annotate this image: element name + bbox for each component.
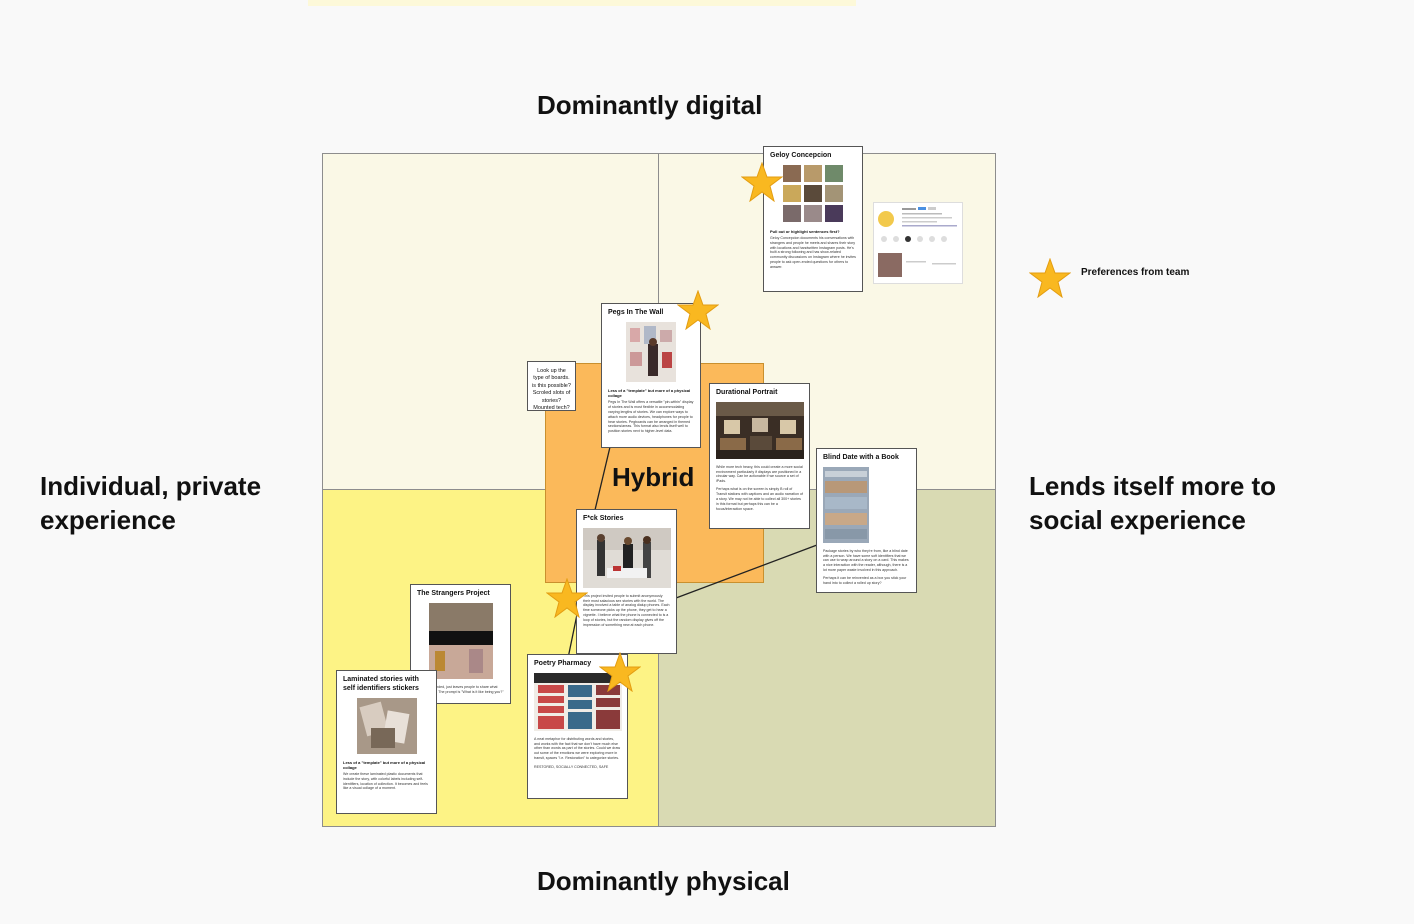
durational-portrait-image	[716, 401, 804, 459]
hybrid-label: Hybrid	[612, 462, 695, 492]
card-body: Very open ended, just leaves people to s…	[417, 684, 504, 694]
legend-star-icon	[1029, 258, 1071, 298]
card-body-1: While more tech heavy, this could create…	[716, 464, 803, 484]
axis-label-right-line2: social experience	[1029, 505, 1246, 535]
axis-label-left-line2: experience	[40, 505, 176, 535]
instagram-profile-screenshot	[873, 202, 963, 284]
card-title: Poetry Pharmacy	[534, 660, 592, 667]
legend-label: Preferences from team	[1081, 267, 1190, 278]
card-durational-portrait[interactable]: Durational Portrait While more tech heav…	[709, 383, 810, 529]
star-icon	[546, 578, 588, 618]
card-fck-stories[interactable]: F*ck Stories This project invited people…	[576, 509, 677, 654]
card-title: The Strangers Project	[417, 590, 490, 597]
star-icon	[741, 162, 783, 202]
card-body-2: Perhaps what is on the screen is simply …	[716, 487, 803, 511]
axis-label-right-line1: Lends itself more to	[1029, 471, 1277, 501]
card-title: Pegs In The Wall	[608, 309, 664, 316]
card-title: Geloy Concepcion	[770, 152, 832, 159]
connector-pegs-fck	[594, 446, 611, 511]
laminated-stories-image	[356, 697, 417, 754]
connector-blind-fck	[675, 544, 818, 599]
card-body: Pegs In The Wall offers a versatile "pin…	[608, 400, 694, 434]
pegs-in-the-wall-image	[626, 321, 676, 382]
fck-stories-image	[583, 527, 671, 588]
axis-label-left: Individual, private experience	[40, 469, 261, 537]
axis-label-bottom: Dominantly physical	[537, 866, 790, 896]
card-title: Laminated stories with self identifiers …	[343, 676, 419, 692]
axis-label-left-line1: Individual, private	[40, 471, 262, 501]
card-body: Geloy Concepcion documents his conversat…	[770, 235, 856, 269]
card-poetry-pharmacy[interactable]: Poetry Pharmacy A neat metaphor for dist…	[527, 654, 628, 799]
card-laminated-stories[interactable]: Laminated stories with self identifiers …	[336, 670, 437, 814]
card-body: We create these laminated plastic docume…	[343, 771, 428, 791]
blind-date-image	[823, 466, 869, 543]
axis-label-top: Dominantly digital	[537, 90, 763, 120]
card-title: Durational Portrait	[716, 389, 778, 396]
card-blind-date-with-a-book[interactable]: Blind Date with a Book Package stories b…	[816, 448, 917, 593]
card-geloy-concepcion[interactable]: Geloy Concepcion Pull out or highlight s…	[763, 146, 863, 292]
card-body: This project invited people to submit an…	[583, 593, 670, 627]
strangers-project-image	[428, 602, 493, 679]
sticky-note: Look up the type of boards. is this poss…	[527, 361, 576, 411]
star-icon	[599, 652, 641, 692]
card-tag: RESTORED, SOCIALLY CONNECTED, SAFE	[534, 764, 609, 769]
card-subtitle: Less of a "template" but more of a physi…	[343, 759, 426, 770]
card-body: A neat metaphor for distributing words a…	[534, 736, 621, 761]
photo-grid-image	[783, 164, 843, 223]
poetry-pharmacy-image	[534, 672, 622, 731]
card-pegs-in-the-wall[interactable]: Pegs In The Wall Less of a "template" bu…	[601, 303, 701, 448]
card-title: Blind Date with a Book	[823, 454, 899, 461]
axis-label-right: Lends itself more to social experience	[1029, 469, 1276, 537]
star-icon	[677, 290, 719, 330]
top-highlight-strip	[308, 0, 856, 6]
card-subtitle: Pull out or highlight sentences first?	[770, 228, 840, 234]
card-body-1: Package stories by who they're from, lik…	[823, 548, 909, 573]
card-body-2: Perhaps it can be reinvented as a box yo…	[823, 575, 907, 585]
card-subtitle: Less of a "template" but more of a physi…	[608, 387, 691, 398]
card-the-strangers-project[interactable]: The Strangers Project Very open ended, j…	[410, 584, 511, 704]
card-title: F*ck Stories	[583, 515, 624, 522]
